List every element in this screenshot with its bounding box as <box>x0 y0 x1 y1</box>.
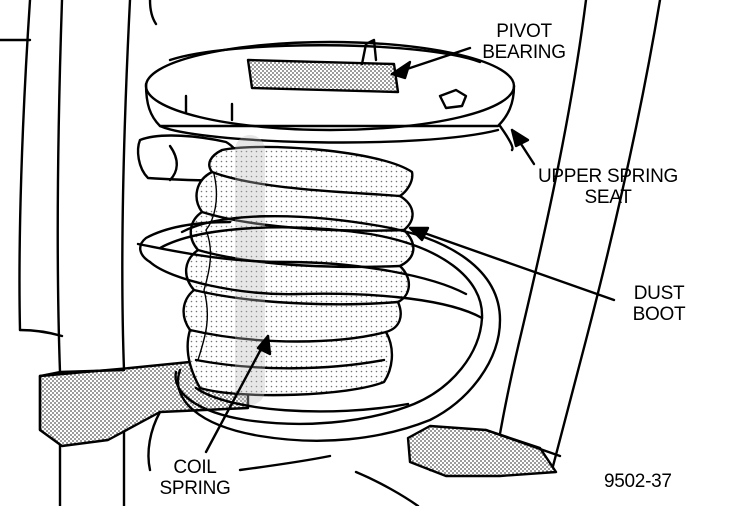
dust-boot-label-line2: BOOT <box>632 304 686 325</box>
dust-boot <box>182 135 415 405</box>
upper-spring-seat-label: UPPER SPRING SEAT <box>526 166 690 208</box>
coil-spring-label-line1: COIL <box>173 457 217 478</box>
upper-spring-seat-label-line1: UPPER SPRING <box>538 166 678 187</box>
upper-spring-seat-arrowhead <box>510 128 530 148</box>
coil-spring-label: COIL SPRING <box>136 457 254 499</box>
pivot-bearing-label-line2: BEARING <box>482 42 566 63</box>
upper-spring-seat-label-line2: SEAT <box>584 187 632 208</box>
pivot-bearing-label-line1: PIVOT <box>496 21 552 42</box>
figure-number: 9502-37 <box>604 471 672 492</box>
leader-lines <box>204 46 616 454</box>
lower-mount-right <box>406 424 562 478</box>
pivot-bearing-arrowhead <box>390 60 412 80</box>
dust-boot-label: DUST BOOT <box>616 283 702 325</box>
coil-spring-label-line2: SPRING <box>159 478 231 499</box>
dust-boot-arrowhead <box>408 226 430 242</box>
pivot-bearing-label: PIVOT BEARING <box>466 21 582 63</box>
coil-spring-leader <box>204 334 270 454</box>
dust-boot-label-line1: DUST <box>633 283 685 304</box>
dust-boot-leader <box>408 226 616 302</box>
pivot-bearing <box>246 38 468 110</box>
coil-spring-arrowhead <box>256 334 272 356</box>
coil-spring <box>136 214 502 508</box>
strut-tower-left <box>0 0 158 508</box>
